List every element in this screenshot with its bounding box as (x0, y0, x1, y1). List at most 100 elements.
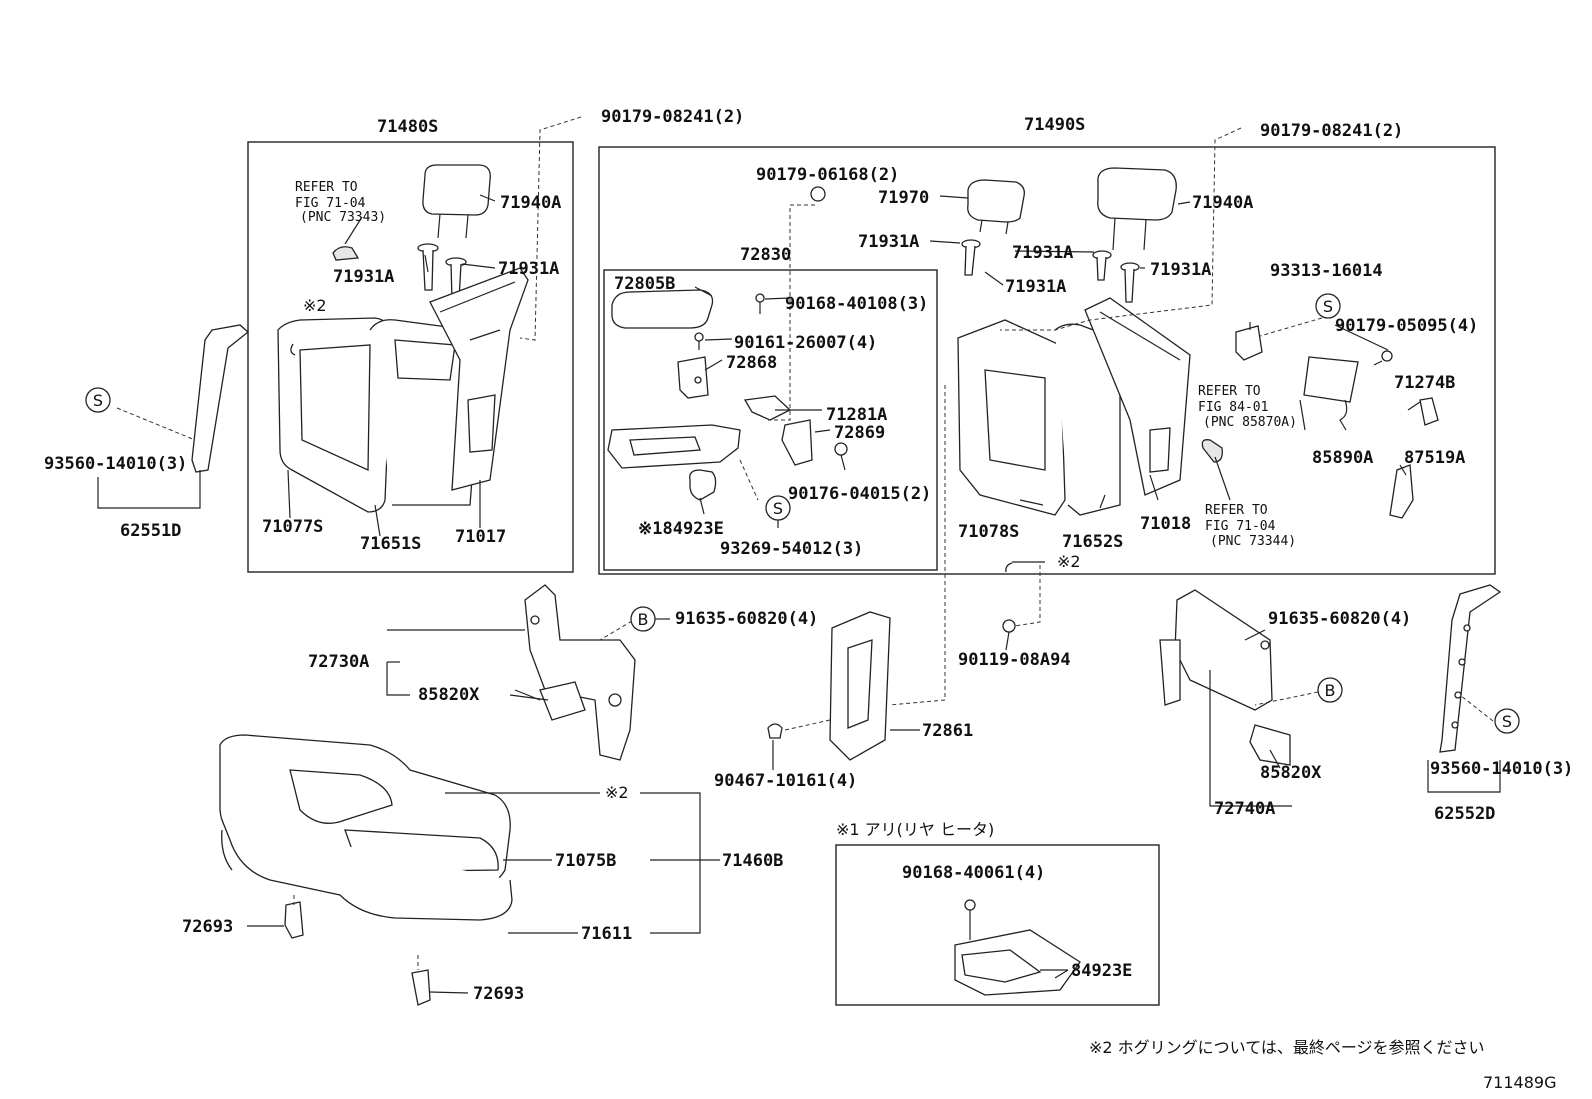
label-90179-06168: 90179-06168(2) (756, 165, 899, 185)
label-71931A-r1: 71931A (858, 232, 919, 252)
marker-s-left: S (85, 387, 111, 413)
armrest-box (603, 269, 938, 571)
label-90179-05095: 90179-05095(4) (1335, 316, 1478, 336)
svg-text:REFER TO: REFER TO (1205, 503, 1268, 518)
label-71281A: 71281A (826, 405, 887, 425)
label-71611: 71611 (581, 924, 632, 944)
label-62551D: 62551D (120, 521, 181, 541)
label-71940A-right: 71940A (1192, 193, 1253, 213)
center-bracket-drawing (767, 611, 1016, 761)
label-71077S: 71077S (262, 517, 323, 537)
label-71018: 71018 (1140, 514, 1191, 534)
label-85890A: 85890A (1312, 448, 1373, 468)
svg-text:FIG 71-04: FIG 71-04 (295, 196, 366, 211)
label-93313-16014: 93313-16014 (1270, 261, 1383, 281)
label-90168-40061: 90168-40061(4) (902, 863, 1045, 883)
left-seatback-box (247, 141, 574, 573)
label-93560-14010-left: 93560-14010(3) (44, 454, 187, 474)
right-seatback-box (598, 146, 1496, 575)
label-72861: 72861 (922, 721, 973, 741)
label-91635-60820-left: 91635-60820(4) (675, 609, 818, 629)
left-cover-cap-drawing (332, 246, 360, 261)
label-84923E: 84923E (1071, 961, 1132, 981)
label-90176-04015: 90176-04015(2) (788, 484, 931, 504)
svg-text:FIG 84-01: FIG 84-01 (1198, 400, 1268, 415)
svg-text:(PNC 85870A): (PNC 85870A) (1203, 415, 1297, 430)
figure-id: 711489G (1483, 1073, 1556, 1092)
armrest-parts-drawing (607, 186, 848, 501)
label-85820X-right: 85820X (1260, 763, 1322, 783)
label-72830: 72830 (740, 245, 791, 265)
left-hogring-drawing (290, 343, 296, 356)
svg-text:S: S (1502, 712, 1512, 731)
svg-text:S: S (1323, 297, 1333, 316)
label-71480S: 71480S (377, 117, 438, 137)
label-note2-mid: ※2 (1057, 552, 1081, 571)
left-side-trim-drawing (191, 324, 250, 473)
right-guides-drawing (961, 239, 1140, 303)
label-93269-54012: 93269-54012(3) (720, 539, 863, 559)
label-71078S: 71078S (958, 522, 1019, 542)
mid-hogring-drawing (1005, 562, 1013, 573)
right-seatback-drawing (957, 297, 1191, 516)
svg-text:(PNC 73344): (PNC 73344) (1210, 534, 1296, 549)
svg-text:FIG 71-04: FIG 71-04 (1205, 519, 1276, 534)
right-hinge-motor-drawing (1159, 589, 1291, 766)
marker-s-right-trim: S (1494, 708, 1520, 734)
label-84923E-note1: ※184923E (638, 519, 724, 539)
label-71931A-l2: 71931A (498, 259, 559, 279)
svg-text:(PNC 73343): (PNC 73343) (300, 210, 386, 225)
svg-text:B: B (638, 610, 649, 629)
label-71075B: 71075B (555, 851, 616, 871)
label-71017: 71017 (455, 527, 506, 547)
footnote: ※2 ホグリングについては、最終ページを参照ください (1089, 1038, 1485, 1057)
left-seatback-drawing (277, 267, 529, 513)
label-note2-left: ※2 (303, 296, 327, 315)
marker-b-right: B (1317, 677, 1343, 703)
armrest-lid-drawing (611, 289, 714, 329)
label-93560-14010-right: 93560-14010(3) (1430, 759, 1573, 779)
svg-text:REFER TO: REFER TO (1198, 384, 1261, 399)
label-71490S: 71490S (1024, 115, 1085, 135)
label-87519A: 87519A (1404, 448, 1465, 468)
svg-text:B: B (1325, 681, 1336, 700)
label-71940A-left: 71940A (500, 193, 561, 213)
leader-lines (97, 116, 1501, 994)
label-71651S: 71651S (360, 534, 421, 554)
left-hinge-motor-drawing (514, 584, 636, 761)
svg-text:REFER TO: REFER TO (295, 180, 358, 195)
label-85820X-left: 85820X (418, 685, 480, 705)
label-72868: 72868 (726, 353, 777, 373)
part-labels: 90179-08241(2) 90179-08241(2) 71940A 719… (44, 107, 1573, 1004)
marker-b-left: B (630, 606, 656, 632)
label-90467-10161: 90467-10161(4) (714, 771, 857, 791)
refer-note-right-bottom: REFER TO FIG 71-04 (PNC 73344) (1205, 503, 1296, 549)
refer-note-right-mid: REFER TO FIG 84-01 (PNC 85870A) (1198, 384, 1297, 430)
left-headrest-drawing (422, 164, 491, 239)
svg-text:S: S (773, 499, 783, 518)
svg-text:S: S (93, 391, 103, 410)
label-90179-08241-right: 90179-08241(2) (1260, 121, 1403, 141)
refer-note-left: REFER TO FIG 71-04 (PNC 73343) (295, 180, 386, 225)
marker-s-armrest: S (765, 495, 791, 521)
label-90179-08241-left: 90179-08241(2) (601, 107, 744, 127)
label-90119-08A94: 90119-08A94 (958, 650, 1071, 670)
label-71460B: 71460B (722, 851, 783, 871)
inset-title: ※1 アリ(リヤ ヒータ) (836, 820, 994, 839)
label-72693-b: 72693 (473, 984, 524, 1004)
right-side-trim-drawing (1439, 584, 1502, 753)
label-71970: 71970 (878, 188, 929, 208)
heater-inset-drawing (954, 899, 1081, 996)
label-71931A-r3: 71931A (1005, 277, 1066, 297)
label-72740A: 72740A (1214, 799, 1275, 819)
label-91635-60820-right: 91635-60820(4) (1268, 609, 1411, 629)
label-72869: 72869 (834, 423, 885, 443)
label-62552D: 62552D (1434, 804, 1495, 824)
label-71931A-r2: 71931A (1012, 243, 1073, 263)
right-headrests-drawing (967, 167, 1177, 251)
label-note2-cushion: ※2 (605, 783, 629, 802)
label-72730A: 72730A (308, 652, 369, 672)
rear-heater-inset-box (835, 844, 1160, 1006)
label-90168-40108: 90168-40108(3) (785, 294, 928, 314)
